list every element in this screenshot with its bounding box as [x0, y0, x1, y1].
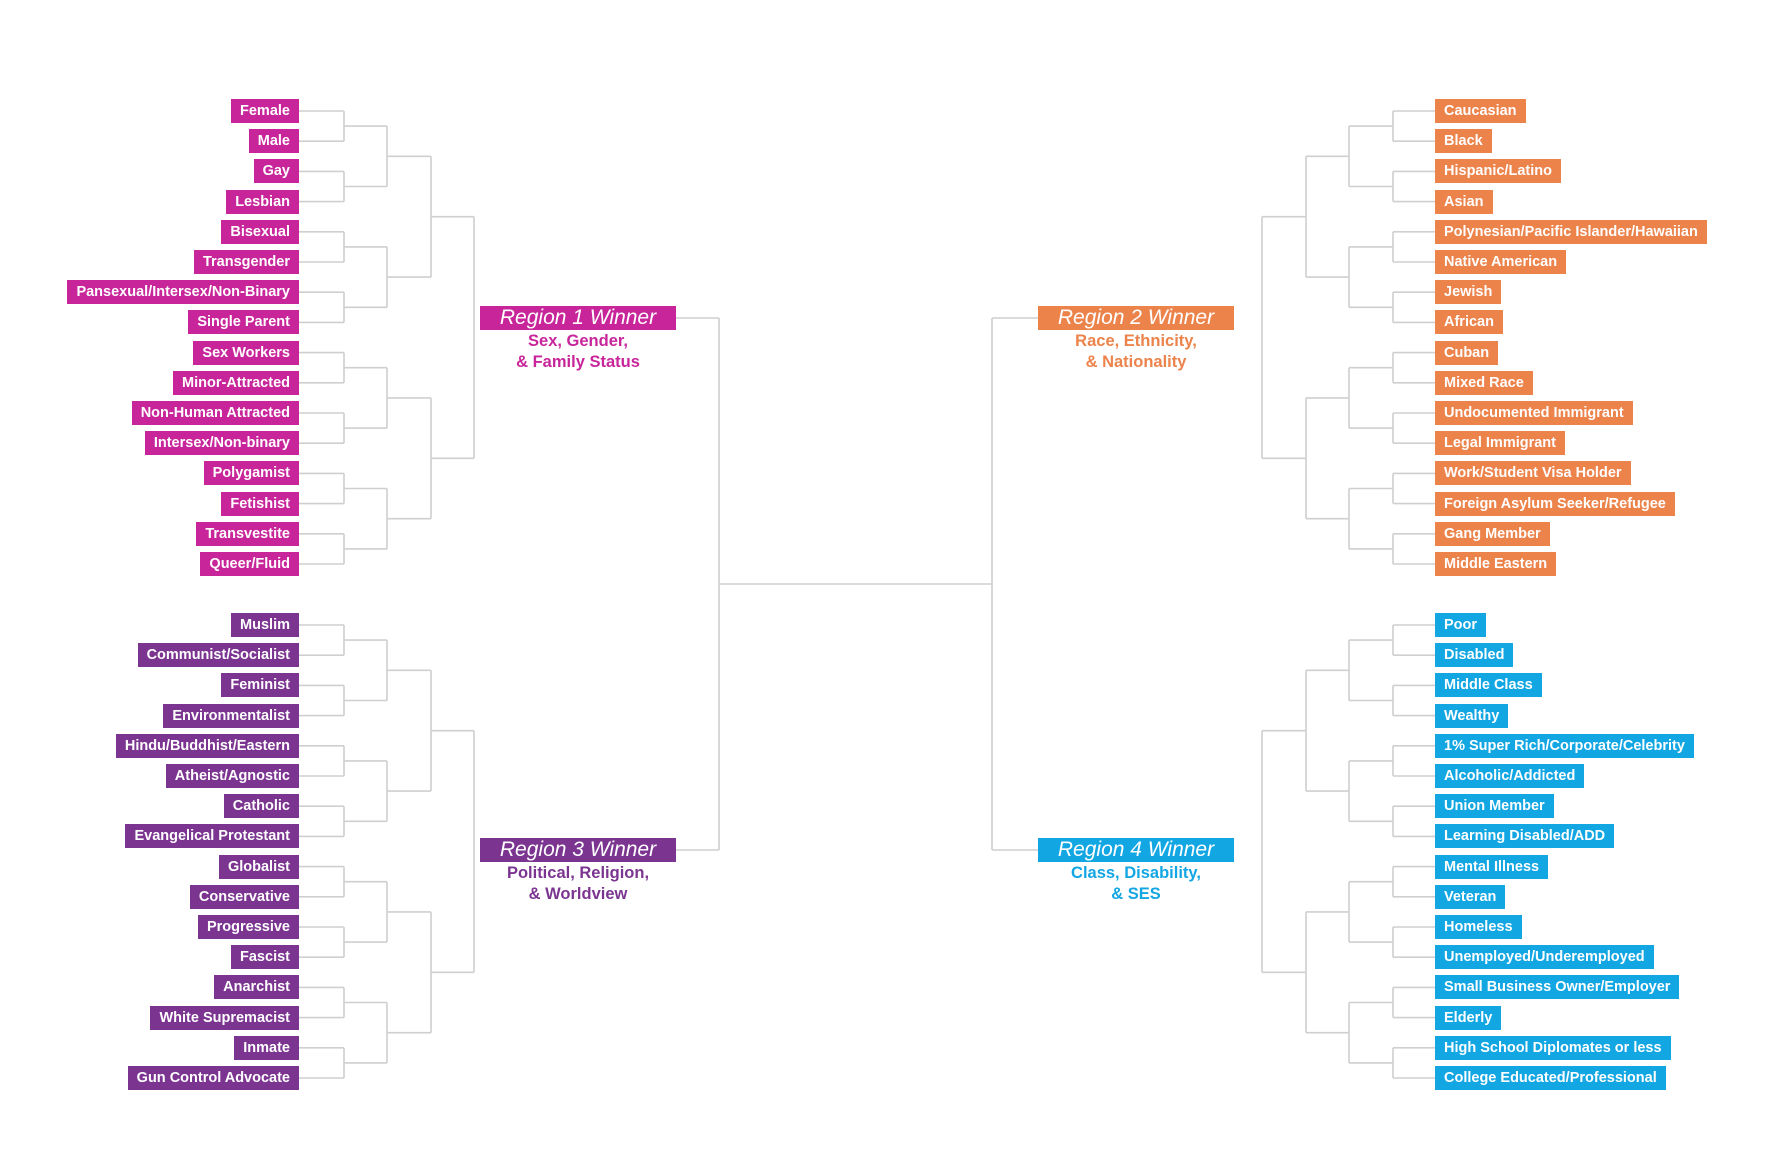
region-winner-label: Region 1 Winner: [480, 306, 676, 330]
team-label: Caucasian: [1435, 99, 1526, 123]
region-winner-label: Region 2 Winner: [1038, 306, 1234, 330]
team-label: Inmate: [234, 1035, 299, 1060]
team-label: Union Member: [1435, 794, 1554, 819]
team-label: Evangelical Protestant: [125, 824, 299, 849]
team-label: Unemployed/Underemployed: [1435, 945, 1654, 970]
team-label: Hindu/Buddhist/Eastern: [115, 733, 299, 758]
team-label: Legal Immigrant: [1435, 431, 1565, 456]
team-label: Bisexual: [221, 219, 299, 244]
team-label: Fetishist: [221, 491, 299, 516]
team-label: Progressive: [197, 915, 299, 939]
team-label: Muslim: [231, 613, 299, 637]
team-label: Disabled: [1435, 643, 1514, 668]
team-label: Female: [231, 99, 299, 123]
team-label: Non-Human Attracted: [131, 401, 299, 425]
team-label: Polynesian/Pacific Islander/Hawaiian: [1435, 219, 1707, 244]
team-label: 1% Super Rich/Corporate/Celebrity: [1435, 733, 1694, 758]
team-label: Homeless: [1435, 915, 1522, 939]
team-label: Transgender: [193, 250, 299, 274]
team-label: Pansexual/Intersex/Non-Binary: [67, 280, 299, 305]
team-label: Jewish: [1435, 280, 1502, 305]
team-label: Cuban: [1435, 340, 1499, 365]
team-label: Foreign Asylum Seeker/Refugee: [1435, 491, 1675, 516]
team-label: Feminist: [221, 673, 299, 698]
region-subtitle: & Nationality: [1085, 353, 1187, 371]
team-label: Work/Student Visa Holder: [1435, 461, 1631, 486]
team-label: Gang Member: [1435, 521, 1550, 546]
team-label: Environmentalist: [163, 703, 299, 728]
team-label: Gay: [253, 159, 299, 184]
region-winner-label: Region 4 Winner: [1038, 838, 1234, 862]
team-label: Elderly: [1435, 1005, 1502, 1030]
team-label: Learning Disabled/ADD: [1435, 824, 1615, 849]
team-label: Native American: [1435, 250, 1567, 274]
team-label: Asian: [1435, 189, 1493, 214]
team-label: White Supremacist: [150, 1005, 299, 1030]
team-label: Single Parent: [188, 310, 299, 335]
team-label: Gun Control Advocate: [127, 1066, 299, 1090]
team-label: Queer/Fluid: [200, 552, 299, 576]
team-label: Intersex/Non-binary: [144, 431, 299, 456]
team-label: Veteran: [1435, 884, 1506, 909]
team-label: Transvestite: [196, 521, 299, 546]
region-subtitle: & Worldview: [528, 885, 628, 903]
team-label: Undocumented Immigrant: [1435, 401, 1633, 425]
team-label: Small Business Owner/Employer: [1435, 975, 1680, 1000]
team-label: Wealthy: [1435, 703, 1509, 728]
region-subtitle: Sex, Gender,: [528, 332, 628, 350]
region-subtitle: & SES: [1111, 885, 1161, 903]
team-label: Lesbian: [226, 189, 299, 214]
team-label: Mental Illness: [1435, 854, 1549, 879]
team-label: Fascist: [231, 945, 299, 970]
team-label: Alcoholic/Addicted: [1435, 764, 1585, 788]
team-label: Middle Class: [1435, 673, 1542, 698]
team-label: Conservative: [189, 884, 299, 909]
region-winner-label: Region 3 Winner: [480, 838, 676, 862]
team-label: High School Diplomates or less: [1435, 1035, 1671, 1060]
region-subtitle: & Family Status: [516, 353, 640, 371]
team-label: Hispanic/Latino: [1435, 159, 1561, 184]
team-label: Middle Eastern: [1435, 552, 1557, 576]
team-label: Sex Workers: [193, 340, 299, 365]
team-label: Atheist/Agnostic: [165, 764, 299, 788]
region-subtitle: Class, Disability,: [1071, 864, 1201, 882]
team-label: Polygamist: [203, 461, 299, 486]
team-label: Black: [1435, 129, 1492, 154]
team-label: Communist/Socialist: [137, 643, 299, 668]
team-label: College Educated/Professional: [1435, 1066, 1666, 1090]
team-label: Minor-Attracted: [173, 370, 299, 395]
region-subtitle: Race, Ethnicity,: [1075, 332, 1197, 350]
team-label: Catholic: [223, 794, 299, 819]
team-label: Anarchist: [214, 975, 299, 1000]
team-label: Poor: [1435, 613, 1487, 637]
region-subtitle: Political, Religion,: [506, 864, 650, 882]
team-label: Globalist: [218, 854, 299, 879]
team-label: Male: [248, 129, 299, 154]
team-label: Mixed Race: [1435, 370, 1533, 395]
team-label: African: [1435, 310, 1503, 335]
